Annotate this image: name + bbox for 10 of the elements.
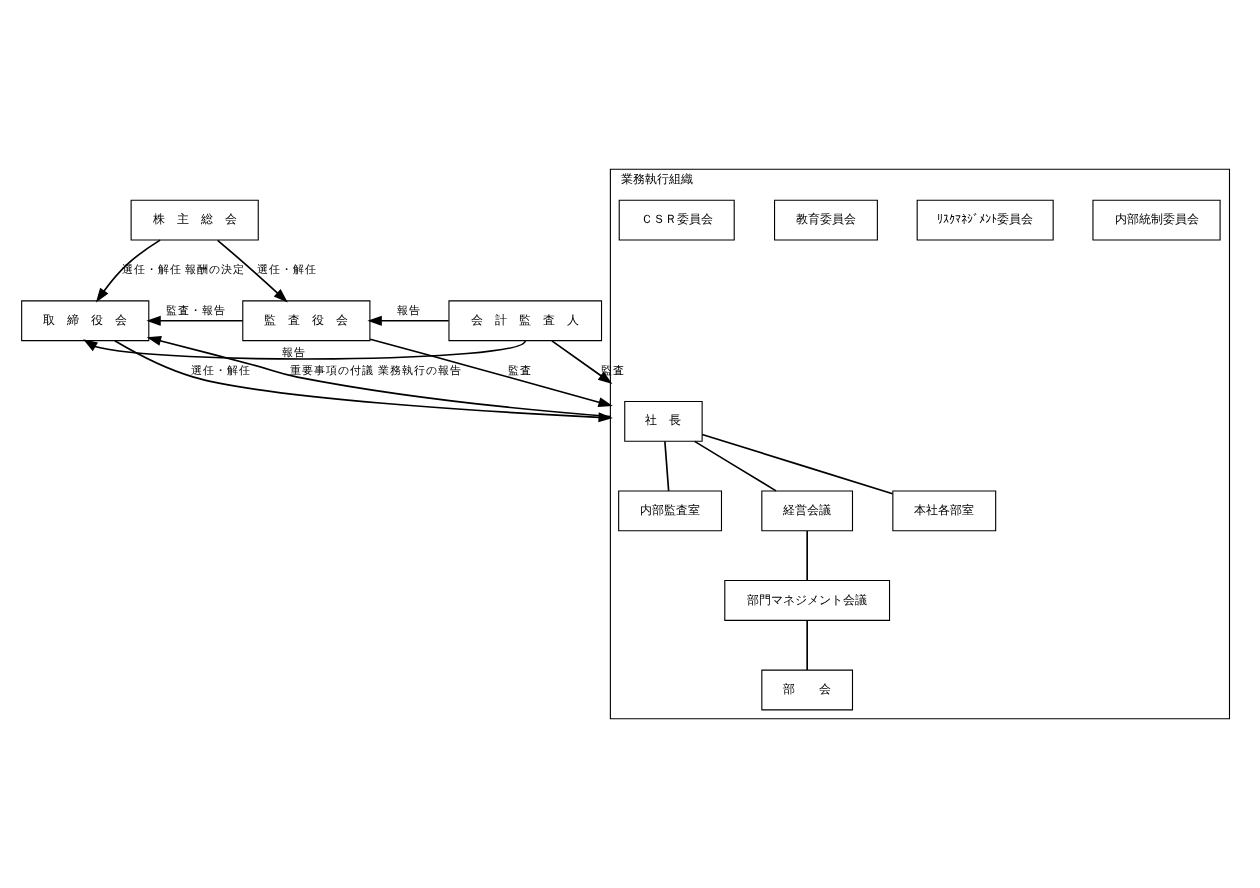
arrow [83,339,527,360]
connector [701,433,894,495]
arrow [367,315,450,326]
connector [806,530,808,582]
connector [664,440,670,492]
arrow [146,315,244,326]
arrow [95,239,161,303]
connector [806,619,808,671]
arrow [216,239,288,303]
connector [693,440,777,492]
